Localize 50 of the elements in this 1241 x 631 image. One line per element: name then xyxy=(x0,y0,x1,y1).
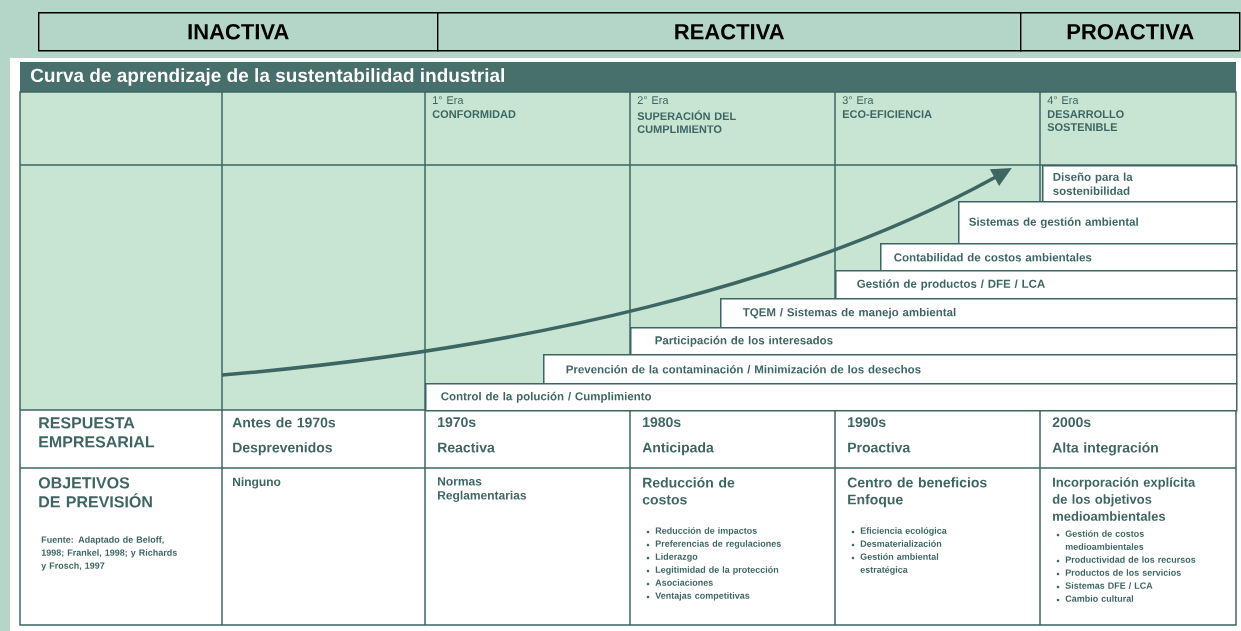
bullet-item: Eficiencia ecológica xyxy=(851,527,947,536)
column-heading: DESARROLLO SOSTENIBLE xyxy=(1047,110,1124,131)
cell-text: 2000s xyxy=(1052,417,1091,428)
cell-text: 1980s xyxy=(643,417,681,428)
cell-text: Antes de 1970s xyxy=(232,417,336,428)
row-heading: OBJETIVOS DE PREVISIÓN xyxy=(38,477,152,508)
step-bar: Gestión de productos / DFE / LCA xyxy=(835,270,1238,300)
phase-box: PROACTIVA xyxy=(1020,12,1241,52)
column-heading: ECO-EFICIENCIA xyxy=(842,110,932,118)
step-bar: TQEM / Sistemas de manejo ambiental xyxy=(720,298,1238,329)
step-bar: Control de la polución / Cumplimiento xyxy=(425,383,1238,412)
step-bar: Prevención de la contaminación / Minimización de los desechos xyxy=(543,354,1238,385)
bullet-item: Ventajas competitivas xyxy=(646,592,750,601)
cell-text: Centro de beneficios Enfoque xyxy=(847,477,987,508)
phase-box: INACTIVA xyxy=(38,12,439,52)
cell-text: 1990s xyxy=(848,417,886,428)
bullet-item: Sistemas DFE / LCA xyxy=(1056,582,1153,589)
step-bar: Contabilidad de costos ambientales xyxy=(880,243,1238,272)
cell-text: Anticipada xyxy=(642,442,714,456)
cell-text: Reducción de costos xyxy=(642,477,735,505)
bullet-item: Productos de los servicios xyxy=(1056,569,1181,576)
bullet-item: Desmaterialización xyxy=(851,540,942,547)
source-note: Fuente: Adaptado de Beloff, 1998; Frankel, 1998; y Richards y Frosch, 1997 xyxy=(41,536,177,571)
bullet-item: Legitimidad de la protección xyxy=(646,566,779,575)
bullet-item: Reducción de impactos xyxy=(646,527,757,536)
step-bar: Sistemas de gestión ambiental xyxy=(958,201,1238,245)
step-bar: Diseño para la sostenibilidad xyxy=(1042,165,1238,203)
cell-text: Desprevenidos xyxy=(233,442,332,456)
cell-text: Reactiva xyxy=(438,442,495,453)
row-heading: RESPUESTA EMPRESARIAL xyxy=(39,417,155,448)
cell-text: Normas Reglamentarias xyxy=(438,477,527,502)
column-heading: CONFORMIDAD xyxy=(432,110,516,118)
era-label: 3° Era xyxy=(842,96,874,104)
bullet-item: Cambio cultural xyxy=(1056,595,1134,602)
cell-text: Ninguno xyxy=(233,477,281,489)
era-label: 4° Era xyxy=(1047,96,1079,104)
bullet-item: Productividad de los recursos xyxy=(1056,556,1196,563)
step-bar: Participación de los interesados xyxy=(630,327,1238,356)
bullet-item: Asociaciones xyxy=(646,579,713,586)
bullet-item: Preferencias de regulaciones xyxy=(646,540,781,549)
title-bar: Curva de aprendizaje de la sustentabilidad industrial xyxy=(20,62,1236,92)
era-label: 2° Era xyxy=(637,96,669,104)
cell-text: Alta integración xyxy=(1052,442,1158,456)
bullet-item: Gestión ambiental estratégica xyxy=(851,553,939,575)
cell-text: Proactiva xyxy=(848,442,911,453)
bullet-item: Gestión de costos medioambientales xyxy=(1056,530,1144,550)
era-label: 1° Era xyxy=(433,96,464,104)
cell-text: Incorporación explícita de los objetivos medioambientales xyxy=(1052,477,1196,521)
bullet-item: Liderazgo xyxy=(646,553,698,562)
column-heading: SUPERACIÓN DEL CUMPLIMIENTO xyxy=(637,110,736,134)
